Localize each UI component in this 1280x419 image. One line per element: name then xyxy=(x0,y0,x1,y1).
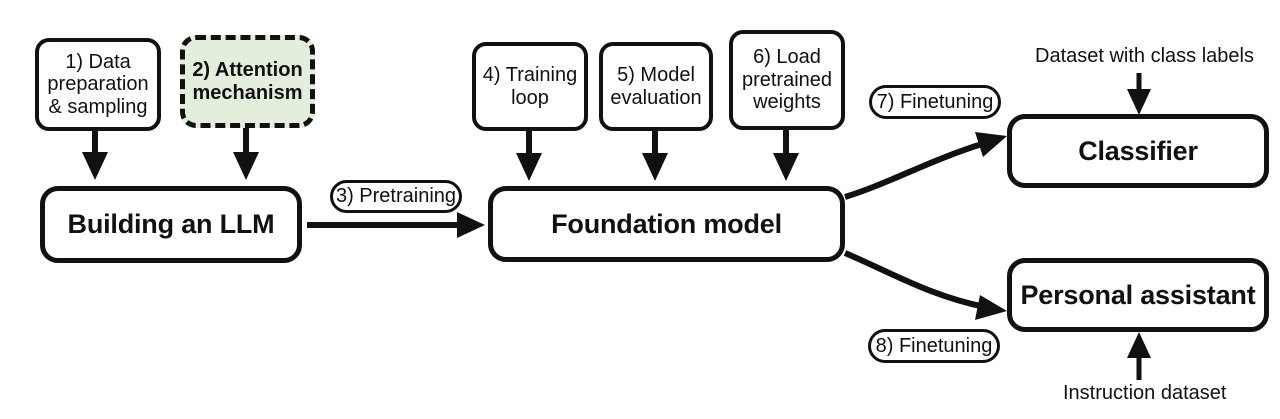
node-data-preparation-sampling[interactable]: 1) Data preparation & sampling xyxy=(35,38,161,131)
node-label-line1: 1) Data xyxy=(65,50,131,73)
node-model-evaluation[interactable]: 5) Model evaluation xyxy=(599,42,713,131)
node-label-line2: preparation xyxy=(47,73,149,96)
node-label: Building an LLM xyxy=(67,209,275,240)
arrow-model-evaluation-to-foundation-model xyxy=(642,131,668,181)
edge-label-text: 8) Finetuning xyxy=(875,334,993,357)
node-label-line2: mechanism xyxy=(192,81,303,104)
edge-label-finetuning-assistant[interactable]: 8) Finetuning xyxy=(868,329,1000,363)
arrow-dataset-class-labels-to-classifier xyxy=(1127,73,1151,115)
annotation-text: Dataset with class labels xyxy=(1035,45,1254,67)
node-foundation-model[interactable]: Foundation model xyxy=(488,186,845,262)
node-label-line3: & sampling xyxy=(48,95,148,118)
annotation-dataset-with-class-labels: Dataset with class labels xyxy=(1035,45,1254,68)
arrow-training-loop-to-foundation-model xyxy=(516,131,542,181)
arrow-instruction-dataset-to-personal-assistant xyxy=(1127,332,1151,380)
arrow-load-weights-to-foundation-model xyxy=(773,129,799,181)
arrow-building-llm-to-foundation-model xyxy=(307,212,485,238)
node-label: Classifier xyxy=(1078,135,1198,166)
node-attention-mechanism[interactable]: 2) Attention mechanism xyxy=(180,35,315,128)
node-label-line1: 4) Training xyxy=(482,64,578,87)
node-label-line2: loop xyxy=(511,86,549,109)
node-label-line1: 6) Load xyxy=(753,46,821,69)
annotation-instruction-dataset: Instruction dataset xyxy=(1063,382,1226,405)
arrow-foundation-model-to-classifier xyxy=(844,132,1007,200)
node-label: 2) Attention mechanism xyxy=(192,59,302,104)
node-label-line2: evaluation xyxy=(610,86,702,109)
node-label: 1) Data preparation & sampling xyxy=(47,51,148,118)
node-personal-assistant[interactable]: Personal assistant xyxy=(1007,258,1269,332)
node-label: 6) Load pretrained weights xyxy=(742,46,832,113)
node-label: Personal assistant xyxy=(1020,279,1256,310)
node-label: 5) Model evaluation xyxy=(610,64,701,109)
node-training-loop[interactable]: 4) Training loop xyxy=(472,42,588,131)
node-building-an-llm[interactable]: Building an LLM xyxy=(40,186,302,263)
annotation-text: Instruction dataset xyxy=(1063,382,1227,404)
arrow-data-prep-to-building-llm xyxy=(82,131,108,180)
node-label-line3: weights xyxy=(753,91,821,114)
arrow-attention-to-building-llm xyxy=(233,128,259,180)
edge-label-text: 3) Pretraining xyxy=(335,185,457,207)
edge-label-pretraining[interactable]: 3) Pretraining xyxy=(330,180,462,213)
node-label: Foundation model xyxy=(551,208,782,239)
edge-label-finetuning-classifier[interactable]: 7) Finetuning xyxy=(869,85,1001,119)
edge-label-text: 7) Finetuning xyxy=(876,90,994,113)
node-load-pretrained-weights[interactable]: 6) Load pretrained weights xyxy=(729,30,845,130)
node-label: 4) Training loop xyxy=(483,64,578,109)
arrow-foundation-model-to-personal-assistant xyxy=(843,250,1007,320)
node-label-line2: pretrained xyxy=(741,68,833,91)
node-classifier[interactable]: Classifier xyxy=(1007,114,1269,188)
node-label-line1: 2) Attention xyxy=(192,59,303,82)
node-label-line1: 5) Model xyxy=(617,64,695,87)
